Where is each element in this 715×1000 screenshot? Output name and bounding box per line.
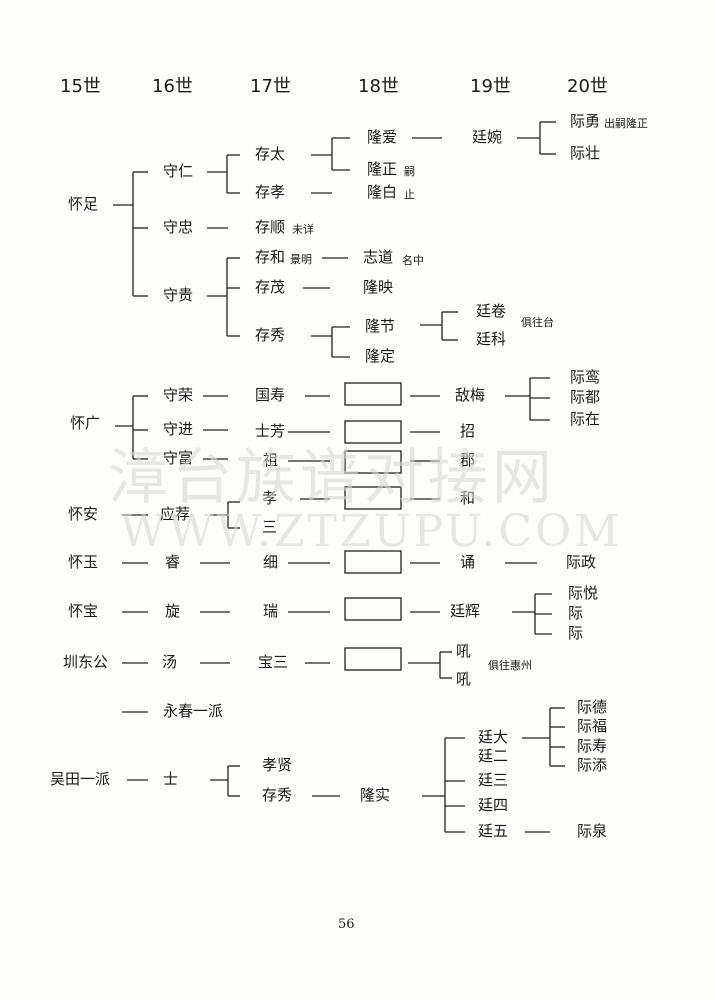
person-name: 存孝: [255, 183, 286, 201]
person-name: 祖: [263, 451, 279, 469]
person-note: 俱往台: [521, 316, 554, 329]
person-name: 存茂: [255, 278, 286, 296]
person-name: 吼: [456, 670, 472, 688]
person-name: 怀玉: [68, 553, 99, 571]
person-name: 际: [568, 624, 584, 642]
person-name: 际福: [577, 717, 608, 735]
person-name: 际在: [570, 410, 601, 428]
person-name: 际悦: [568, 584, 599, 602]
person-name: 存太: [255, 145, 286, 163]
page-number: 56: [338, 917, 355, 932]
person-name: 廷辉: [450, 602, 481, 620]
branch-name: 吴田一派: [50, 770, 111, 788]
person-name: 守贵: [163, 286, 194, 304]
person-name: 隆定: [365, 347, 396, 365]
person-note: 未详: [292, 223, 314, 236]
person-name: 隆节: [365, 317, 396, 335]
person-name: 怀广: [70, 414, 101, 432]
person-name: 隆白: [367, 183, 398, 201]
watermark-url: WWW.ZTZUPU.COM: [120, 506, 623, 557]
person-name: 汤: [162, 653, 178, 671]
person-name: 廷五: [478, 822, 509, 840]
person-name: 廷卷: [476, 302, 507, 320]
person-name: 际添: [577, 756, 608, 774]
person-name: 隆实: [360, 786, 391, 804]
generation-header-17: 17世: [250, 76, 291, 97]
person-note: 景明: [290, 253, 312, 266]
person-name: 志道: [363, 248, 394, 266]
person-name: 士芳: [255, 422, 286, 440]
person-name: 存秀: [262, 786, 293, 804]
person-name: 际壮: [570, 144, 601, 162]
person-name: 廷三: [478, 771, 509, 789]
person-name: 宝三: [258, 653, 289, 671]
person-name: 三: [262, 518, 278, 536]
generation-header-16: 16世: [152, 76, 193, 97]
person-name: 士: [163, 770, 179, 788]
person-name: 招: [460, 422, 476, 440]
person-name: 应荐: [160, 505, 191, 523]
person-note: 止: [404, 188, 415, 201]
person-note: 嗣: [404, 165, 415, 178]
person-name: 怀足: [68, 195, 99, 213]
generation-header-18: 18世: [358, 76, 399, 97]
person-name: 存秀: [255, 326, 286, 344]
person-name: 旋: [165, 602, 181, 620]
person-name: 守仁: [163, 162, 194, 180]
person-name: 孝: [262, 489, 278, 507]
person-name: 诵: [460, 553, 476, 571]
person-name: 廷二: [478, 747, 509, 765]
person-name: 际鸾: [570, 368, 601, 386]
person-name: 际: [568, 604, 584, 622]
generation-header-19: 19世: [470, 76, 511, 97]
person-name: 孝贤: [262, 756, 293, 774]
person-name: 际都: [570, 388, 601, 406]
person-name: 守忠: [163, 218, 194, 236]
person-note: 俱往惠州: [488, 659, 532, 672]
person-name: 圳东公: [63, 653, 109, 671]
person-name: 存和: [255, 248, 286, 266]
person-name: 际泉: [577, 822, 608, 840]
person-name: 郡: [460, 451, 476, 469]
person-name: 怀安: [68, 505, 99, 523]
person-name: 廷四: [478, 796, 509, 814]
person-name: 廷婉: [472, 128, 503, 146]
person-name: 守荣: [163, 386, 194, 404]
person-name: 国寿: [255, 386, 286, 404]
person-name: 敌梅: [455, 386, 486, 404]
person-note: 出嗣隆正: [604, 117, 648, 130]
person-note: 名中: [402, 254, 424, 267]
watermark-text: 漳台族谱对接网: [108, 443, 556, 513]
person-name: 守进: [163, 420, 194, 438]
person-name: 廷科: [476, 330, 507, 348]
person-name: 际寿: [577, 737, 608, 755]
person-name: 隆爱: [367, 128, 398, 146]
person-name: 睿: [165, 553, 181, 571]
person-name: 细: [263, 553, 279, 571]
person-name: 瑞: [263, 602, 279, 620]
person-name: 际政: [566, 553, 597, 571]
person-name: 际勇: [570, 112, 601, 130]
person-name: 守富: [163, 449, 194, 467]
person-name: 际德: [577, 698, 608, 716]
person-name: 怀宝: [68, 602, 99, 620]
person-name: 存顺: [255, 218, 286, 236]
generation-header-20: 20世: [567, 76, 608, 97]
person-name: 隆映: [363, 278, 394, 296]
person-name: 隆正: [367, 160, 398, 178]
person-name: 和: [460, 489, 476, 507]
person-name: 吼: [456, 642, 472, 660]
branch-name: 永春一派: [163, 702, 224, 720]
generation-header-15: 15世: [60, 76, 101, 97]
person-name: 廷大: [478, 728, 509, 746]
